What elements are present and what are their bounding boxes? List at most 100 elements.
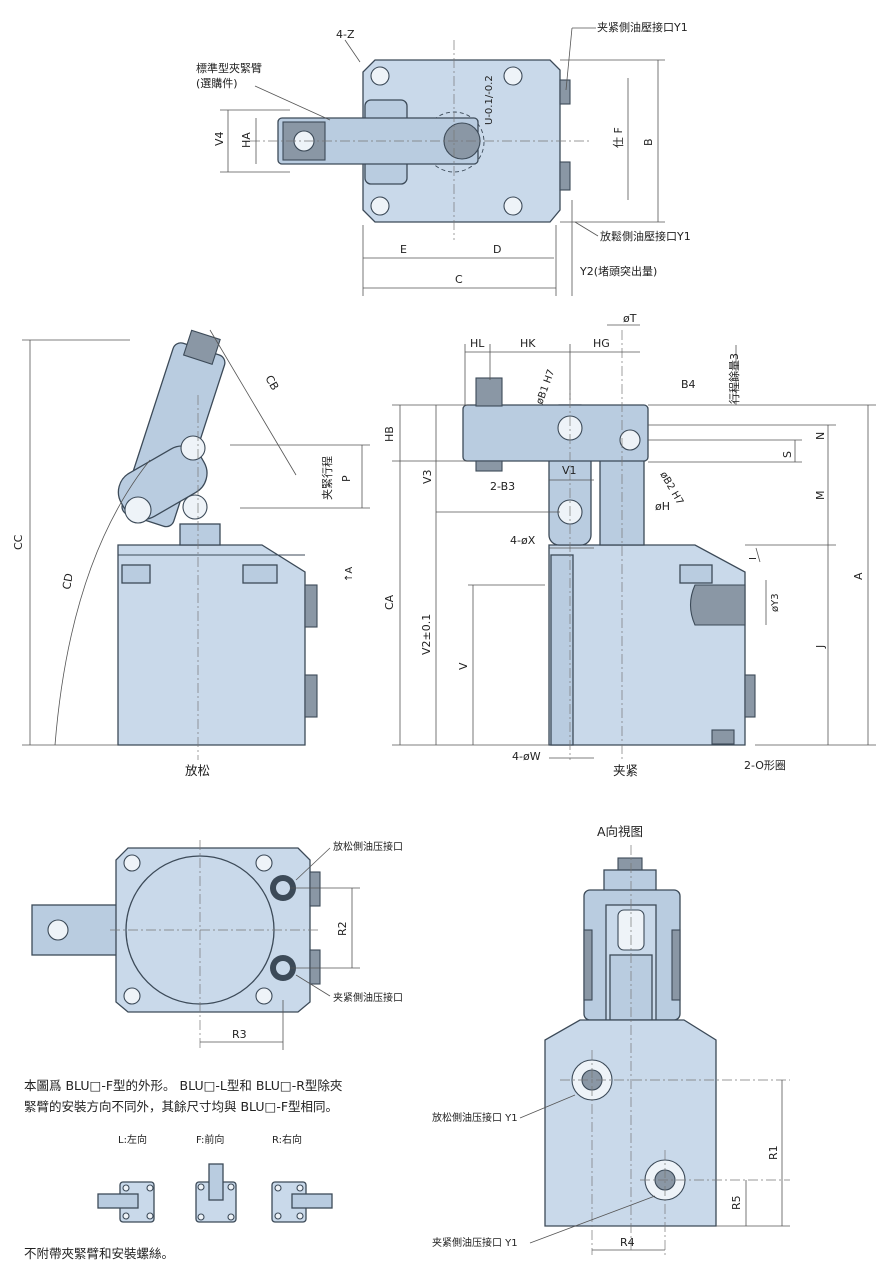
dim-j: J — [814, 645, 827, 649]
bolt-hole — [503, 196, 523, 216]
dim-cc: CC — [12, 534, 25, 550]
body-detail — [242, 564, 278, 584]
clamp-port — [559, 79, 571, 105]
port-fitting — [744, 674, 756, 718]
top-view: 4-Z 夹紧側油壓接口Y1 標準型夾緊臂 (選購件) 放鬆側油壓接口Y1 Y2(… — [196, 20, 691, 296]
dim-e: E — [400, 243, 407, 256]
port-fitting — [304, 674, 318, 718]
dim-hl: HL — [470, 337, 485, 350]
dim-r1: R1 — [767, 1145, 780, 1160]
dim-b3: 2-B3 — [490, 480, 515, 493]
dim-hb: HB — [383, 426, 396, 442]
arm-bolt-tip — [475, 460, 503, 472]
y3-port — [689, 584, 746, 626]
release-port-label: 放松側油压接口 — [333, 840, 403, 853]
orientation-icons: L:左向 F:前向 R:右向 — [97, 1133, 333, 1223]
bolt-hole — [123, 854, 141, 872]
port-fitting — [304, 584, 318, 628]
dim-v4: V4 — [213, 131, 226, 146]
o-ring — [711, 729, 735, 745]
dim-r5: R5 — [730, 1195, 743, 1210]
dim-r3: R3 — [232, 1028, 247, 1041]
dim-y3: øY3 — [770, 593, 781, 612]
bolt-hole — [123, 987, 141, 1005]
release-port-label: 放松側油压接口 Y1 — [432, 1111, 518, 1124]
body-detail — [121, 564, 151, 584]
note-line-2: 緊臂的安裝方向不同外，其餘尺寸均與 BLU□-F型相同。 — [24, 1099, 338, 1114]
dim-r4: R4 — [620, 1236, 635, 1249]
stroke-margin: 行程餘量3 — [727, 353, 741, 404]
dim-v: V — [457, 662, 470, 670]
arm-bolt — [182, 329, 221, 365]
dim-p: P — [340, 475, 353, 482]
body-detail — [679, 564, 713, 584]
dim-cb: CB — [262, 373, 281, 393]
dim-s: S — [781, 451, 794, 458]
note-line-1: 本圖爲 BLU□-F型的外形。 BLU□-L型和 BLU□-R型除夾 — [24, 1078, 342, 1093]
dim-v3: V3 — [421, 469, 434, 484]
dim-x: 4-øX — [510, 534, 536, 547]
piston-rod — [179, 523, 221, 546]
release-port-label: 放鬆側油壓接口Y1 — [600, 229, 691, 243]
bolt-hole — [255, 987, 273, 1005]
clamp-arm — [462, 404, 649, 462]
dim-h: øH — [655, 500, 670, 513]
clamp-port-label: 夹紧側油压接口 Y1 — [432, 1236, 518, 1249]
dim-ha: HA — [240, 132, 253, 148]
release-port — [559, 161, 571, 191]
orientation-f-label: F:前向 — [196, 1133, 224, 1146]
pivot-pin — [124, 496, 152, 524]
dim-w: 4-øW — [512, 750, 541, 763]
a-view: A向視图 放松側油压接口 Y1 夹紧側油压接口 Y1 R1 R5 R4 — [432, 824, 790, 1255]
dim-u: U-0.1/-0.2 — [484, 75, 495, 125]
dim-m: M — [814, 491, 827, 501]
release-view: CC CD CB 夹緊行程 P ↑A 放松 — [12, 329, 370, 778]
arm-bolt-head — [475, 377, 503, 407]
bolt-hole — [370, 196, 390, 216]
dim-o: 2-O形圈 — [744, 759, 786, 772]
a-view-title: A向視图 — [597, 824, 643, 839]
a-view-body — [544, 1019, 717, 1227]
body-side — [550, 554, 574, 746]
dim-d: D — [493, 243, 501, 256]
side-pin — [671, 929, 681, 1001]
side-pin — [583, 929, 593, 1001]
dim-i: I — [748, 557, 759, 560]
orientation-r-icon — [271, 1181, 333, 1223]
arm-label-option: (選購件) — [196, 76, 238, 90]
dim-f: 仕 F — [612, 127, 625, 148]
dim-c: C — [455, 273, 463, 286]
orientation-l-icon — [97, 1181, 155, 1223]
pivot-pin — [619, 429, 641, 451]
release-caption: 放松 — [185, 763, 210, 778]
clamp-view: øT HL HK HG 行程餘量3 øB1 H7 B4 HB V3 V1 2-B… — [383, 312, 876, 778]
dim-cd: CD — [60, 572, 76, 590]
dim-stroke: 夹緊行程 — [321, 456, 334, 500]
note-footer: 不附帶夾緊臂和安裝螺絲。 — [24, 1246, 174, 1261]
bolt-hole — [255, 854, 273, 872]
release-body — [117, 544, 306, 746]
dim-b1: øB1 H7 — [534, 368, 557, 406]
clamp-caption: 夹紧 — [613, 763, 638, 778]
dim-t: øT — [623, 312, 637, 325]
clamp-port-label: 夹紧側油壓接口Y1 — [597, 20, 688, 34]
notes: 本圖爲 BLU□-F型的外形。 BLU□-L型和 BLU□-R型除夾 緊臂的安裝… — [24, 1078, 342, 1261]
dim-b4: B4 — [681, 378, 696, 391]
port-fitting — [309, 871, 321, 907]
dim-v1: V1 — [562, 464, 577, 477]
dim-a: A — [852, 572, 865, 580]
bolt-hole — [503, 66, 523, 86]
clamp-body — [548, 544, 746, 746]
pivot-pin — [182, 494, 208, 520]
z-label: 4-Z — [336, 28, 355, 41]
dim-n: N — [814, 432, 827, 440]
y2-label: Y2(堵頭突出量) — [579, 264, 657, 278]
dim-hk: HK — [520, 337, 536, 350]
bottom-view: 放松側油压接口 夹紧側油压接口 R2 R3 — [31, 840, 403, 1050]
dim-b: B — [642, 138, 655, 146]
arm-label: 標準型夾緊臂 — [196, 61, 262, 75]
orientation-r-label: R:右向 — [272, 1133, 302, 1146]
dim-v2: V2±0.1 — [420, 614, 433, 655]
port-fitting — [309, 949, 321, 985]
